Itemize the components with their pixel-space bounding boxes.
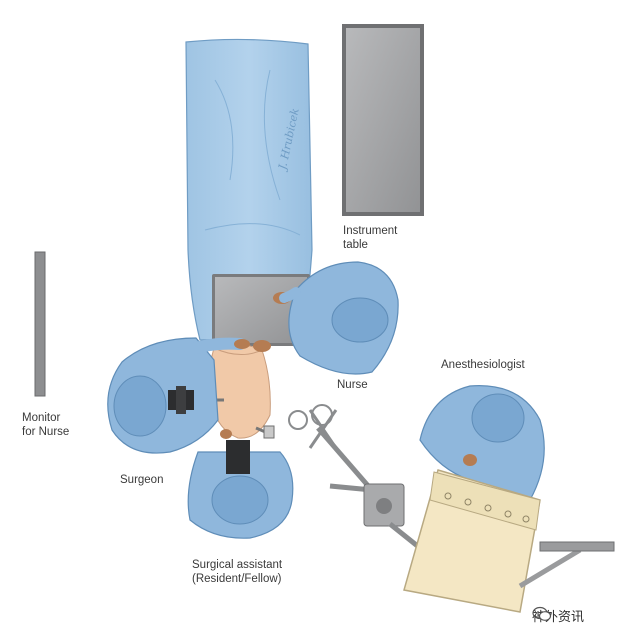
nurse-monitor bbox=[35, 252, 45, 396]
instrument-table-label: Instrument table bbox=[343, 224, 397, 252]
watermark: 神外资讯 bbox=[532, 606, 584, 625]
microscope-arm bbox=[289, 405, 430, 556]
nurse-label: Nurse bbox=[337, 378, 368, 392]
anesthesiologist-label: Anesthesiologist bbox=[441, 358, 525, 372]
assistant-label: Surgical assistant (Resident/Fellow) bbox=[192, 558, 282, 586]
surgeon-label: Surgeon bbox=[120, 473, 163, 487]
anesthesia-boom bbox=[520, 542, 614, 586]
assistant-figure bbox=[188, 429, 293, 538]
instrument-table bbox=[342, 24, 424, 216]
monitor-label: Monitor for Nurse bbox=[22, 411, 69, 439]
patient bbox=[209, 344, 270, 438]
wechat-icon bbox=[532, 606, 552, 622]
